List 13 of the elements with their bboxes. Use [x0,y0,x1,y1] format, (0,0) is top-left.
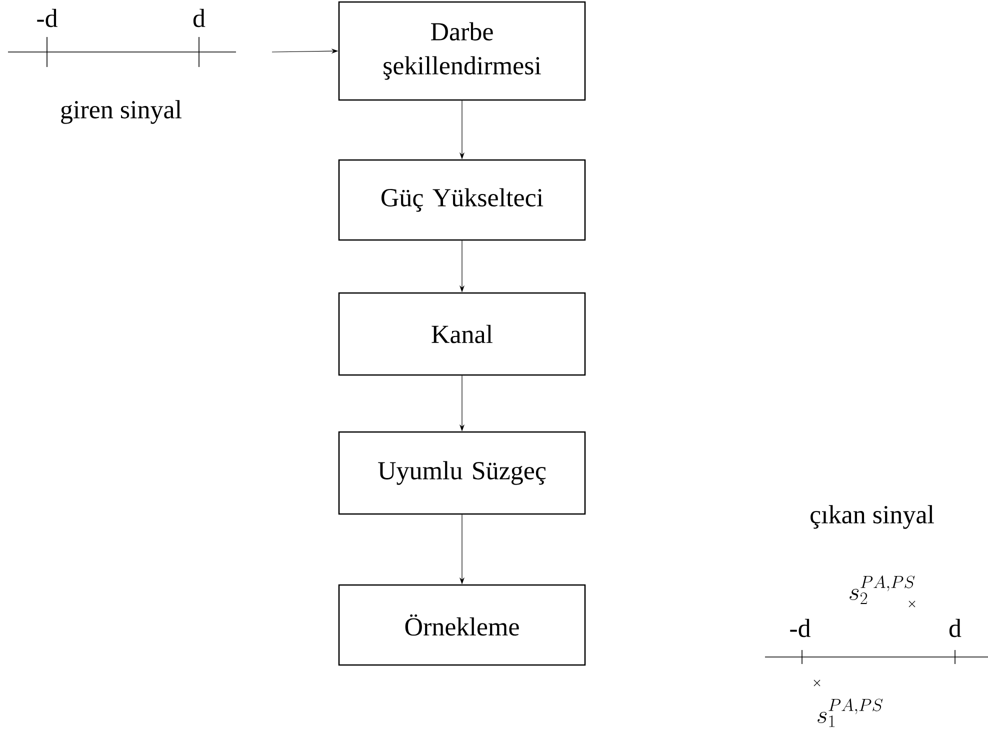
axis-label: -d [37,8,58,28]
process-box: Darbe şekillendirmesi [338,1,586,101]
process-box: Kanal [338,292,586,376]
process-box: Örnekleme [338,584,586,666]
process-box: Uyumlu Süzgeç [338,431,586,515]
process-box: Güç Yükselteci [338,159,586,241]
axis-label: -d [790,618,811,638]
axis-label: d [193,8,206,28]
point-label: $s_1^{PA,PS}$ [818,698,883,727]
point-label: $s_2^{PA,PS}$ [850,576,915,604]
signal-caption: giren sinyal [61,100,182,124]
signal-caption: çıkan sinyal [810,505,934,529]
axis-label: d [949,618,962,638]
